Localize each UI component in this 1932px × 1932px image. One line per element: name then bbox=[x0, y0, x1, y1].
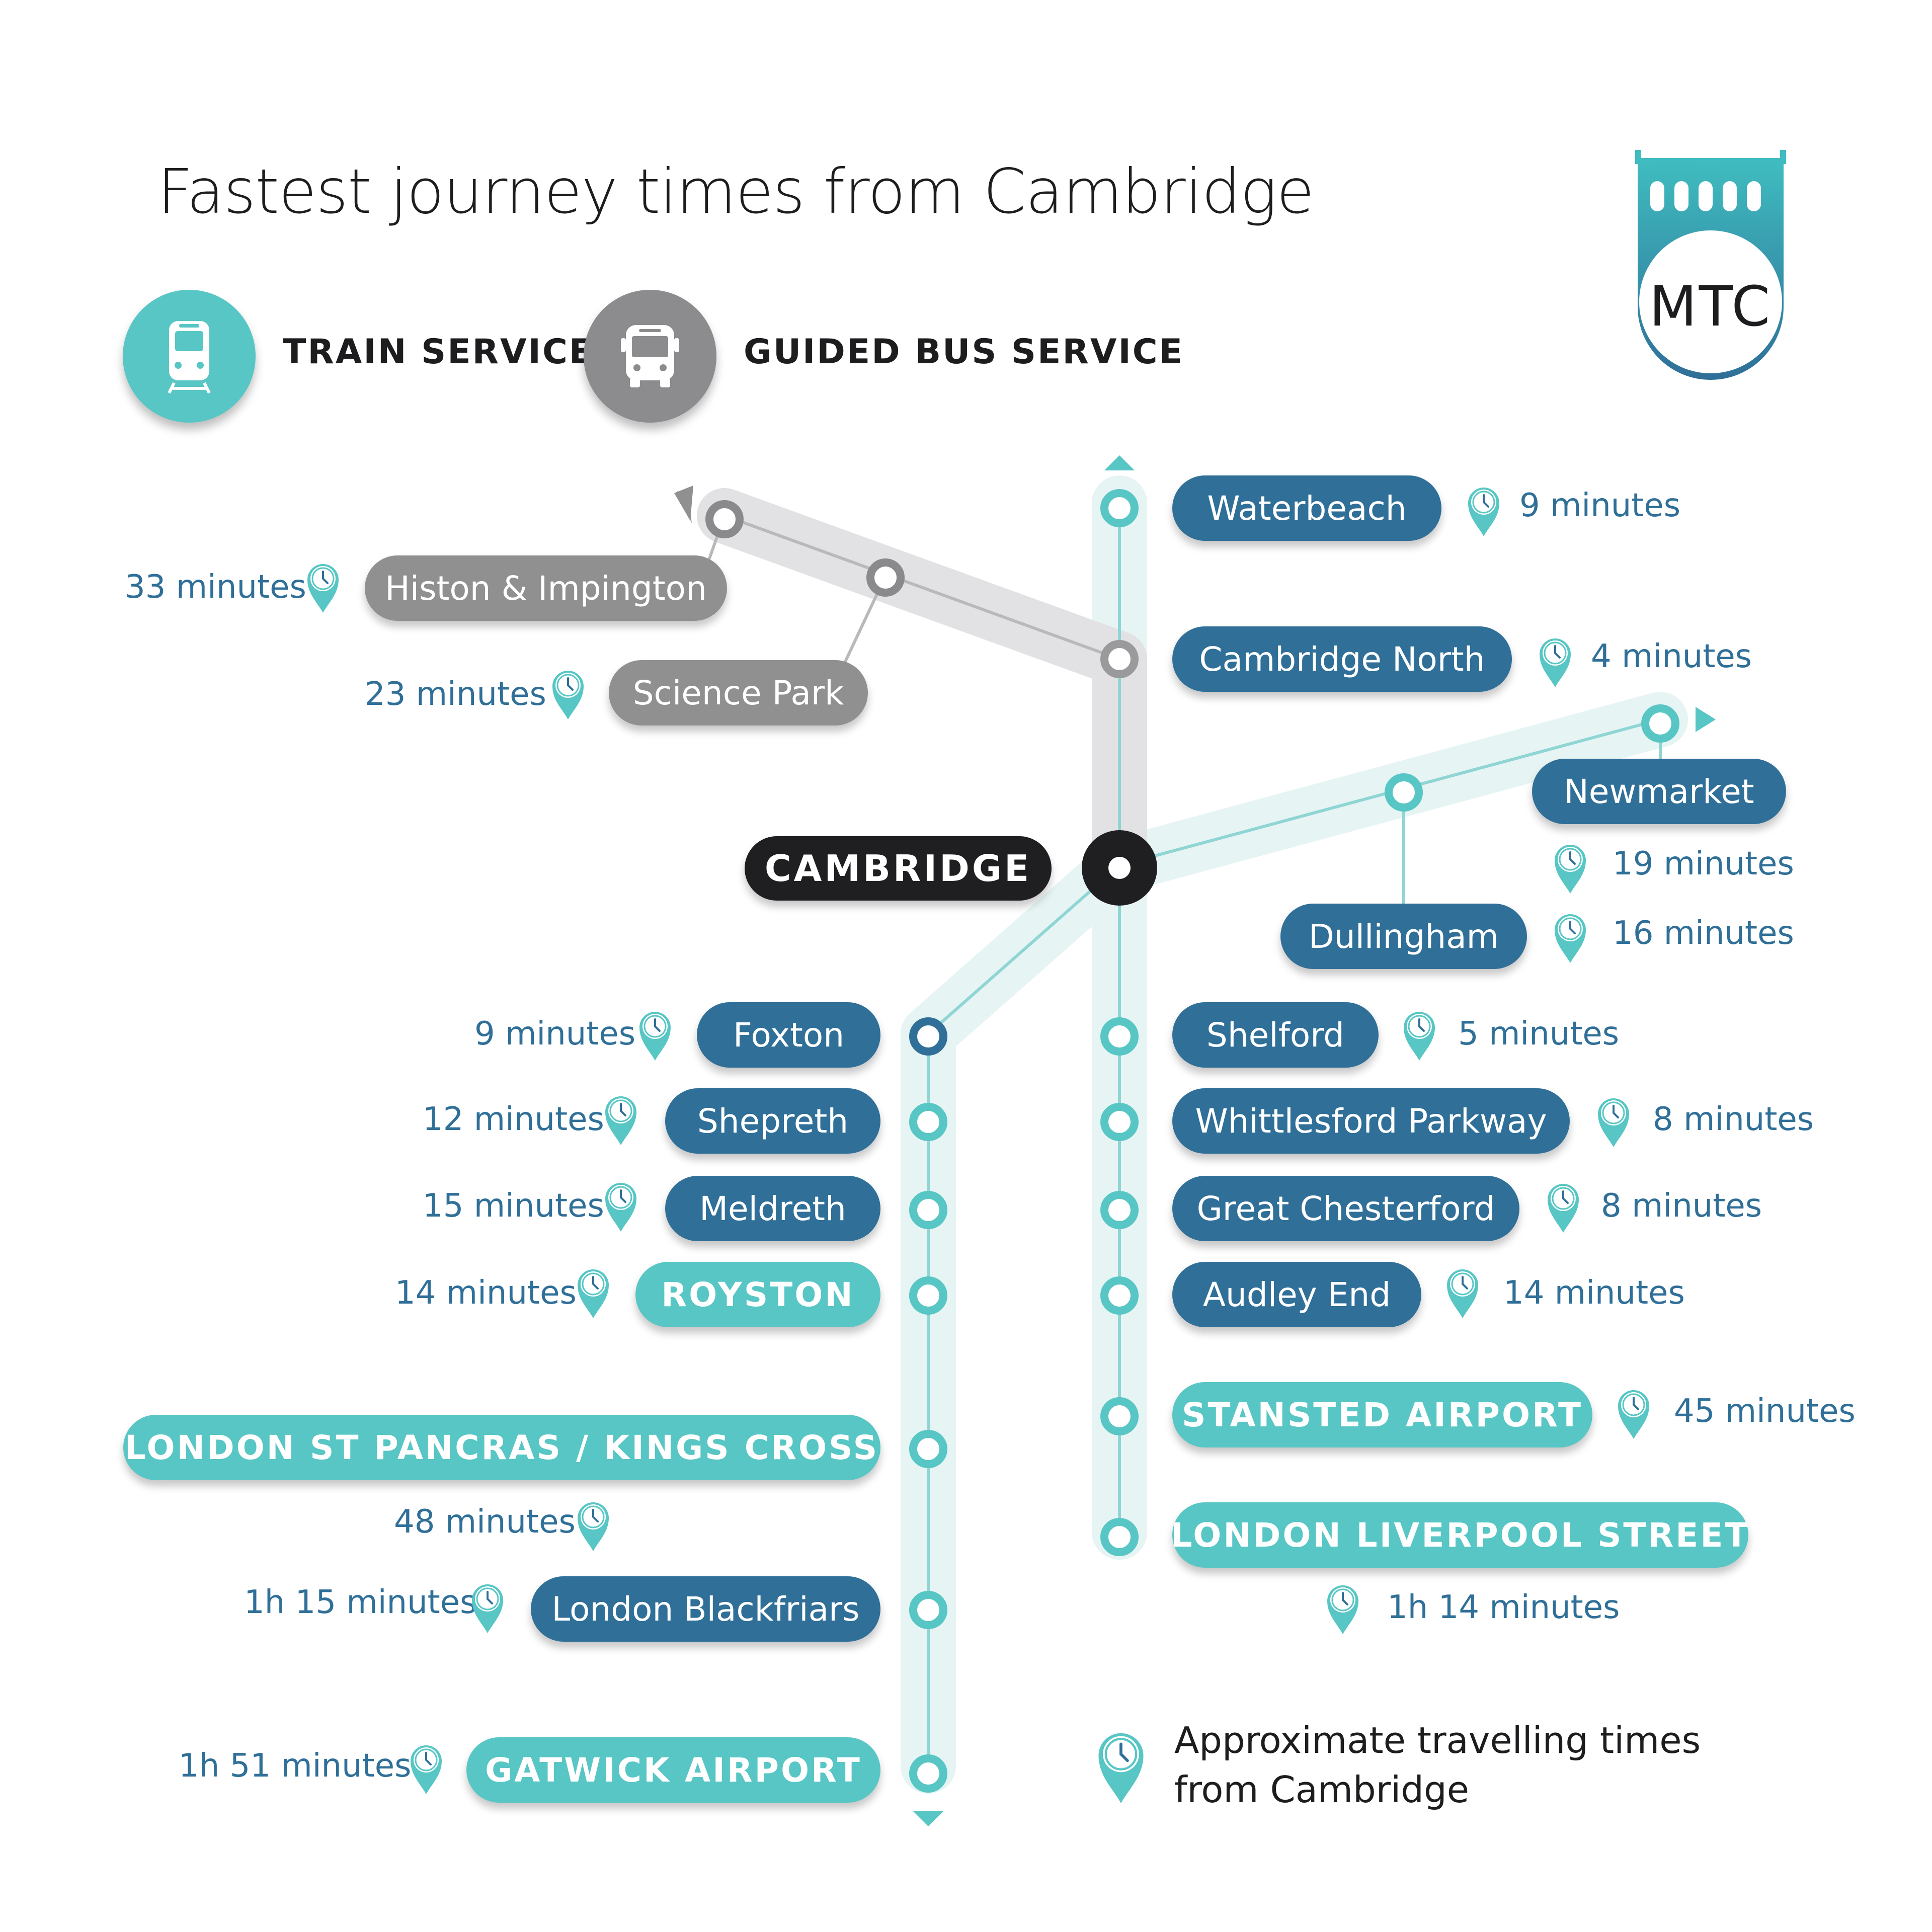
footnote-line-1: Approximate travelling times bbox=[1174, 1719, 1701, 1761]
north-arrow bbox=[1104, 455, 1135, 470]
node-histon bbox=[705, 500, 744, 538]
station-great-chesterford[interactable]: Great Chesterford bbox=[1172, 1176, 1519, 1241]
time-blackfriars: 1h 15 minutes bbox=[244, 1584, 477, 1621]
time-royston: 14 minutes bbox=[395, 1274, 577, 1312]
clock-pin-icon bbox=[601, 1177, 640, 1233]
cambridge-hub-label: CAMBRIDGE bbox=[745, 836, 1052, 901]
clock-pin-icon bbox=[574, 1497, 613, 1552]
node-audley-end bbox=[1100, 1276, 1139, 1315]
logo-text: MTC bbox=[1649, 274, 1773, 339]
clock-pin-icon bbox=[601, 1091, 640, 1146]
node-newmarket bbox=[1641, 704, 1679, 743]
time-liverpool-street: 1h 14 minutes bbox=[1387, 1589, 1620, 1626]
time-meldreth: 15 minutes bbox=[423, 1187, 604, 1225]
station-newmarket[interactable]: Newmarket bbox=[1532, 759, 1786, 824]
time-science-park: 23 minutes bbox=[365, 676, 546, 713]
time-whittlesford: 8 minutes bbox=[1653, 1101, 1814, 1138]
node-foxton bbox=[909, 1017, 947, 1056]
bus-service-label: GUIDED BUS SERVICE bbox=[744, 332, 1184, 372]
east-arrow bbox=[1696, 707, 1716, 732]
time-audley-end: 14 minutes bbox=[1503, 1274, 1685, 1312]
station-waterbeach[interactable]: Waterbeach bbox=[1172, 475, 1441, 541]
footnote-line-2: from Cambridge bbox=[1174, 1768, 1469, 1811]
time-gatwick: 1h 51 minutes bbox=[179, 1747, 412, 1785]
train-icon bbox=[168, 321, 211, 394]
station-meldreth[interactable]: Meldreth bbox=[665, 1176, 880, 1241]
node-great-chesterford bbox=[1100, 1191, 1139, 1229]
cambridge-hub-node bbox=[1082, 830, 1157, 906]
time-st-pancras: 48 minutes bbox=[394, 1503, 576, 1541]
node-shelford bbox=[1100, 1017, 1139, 1056]
time-waterbeach: 9 minutes bbox=[1519, 487, 1681, 524]
clock-pin-icon bbox=[1536, 633, 1575, 688]
clock-pin-icon bbox=[635, 1006, 675, 1062]
southwest-corridor bbox=[901, 838, 1147, 1794]
clock-pin-icon bbox=[1551, 909, 1590, 964]
time-stansted: 45 minutes bbox=[1674, 1393, 1856, 1430]
station-dullingham[interactable]: Dullingham bbox=[1280, 904, 1527, 969]
bus-icon bbox=[621, 325, 679, 387]
clock-pin-icon bbox=[1544, 1178, 1583, 1234]
station-nodes bbox=[705, 489, 1679, 1793]
node-cambridge-north bbox=[1100, 640, 1139, 678]
node-dullingham bbox=[1385, 773, 1423, 812]
time-histon: 33 minutes bbox=[125, 569, 306, 606]
station-blackfriars[interactable]: London Blackfriars bbox=[531, 1576, 880, 1642]
station-audley-end[interactable]: Audley End bbox=[1172, 1262, 1421, 1327]
clock-pin-icon bbox=[407, 1740, 446, 1795]
station-shelford[interactable]: Shelford bbox=[1172, 1002, 1379, 1068]
node-liverpool-street bbox=[1100, 1518, 1139, 1556]
time-foxton: 9 minutes bbox=[474, 1015, 636, 1053]
clock-pin-icon bbox=[1093, 1725, 1149, 1805]
station-st-pancras[interactable]: LONDON ST PANCRAS / KINGS CROSS bbox=[123, 1415, 880, 1480]
clock-pin-icon bbox=[548, 665, 588, 720]
node-gatwick bbox=[909, 1754, 947, 1793]
clock-pin-icon bbox=[303, 558, 343, 614]
time-dullingham: 16 minutes bbox=[1613, 915, 1794, 952]
page-title: Fastest journey times from Cambridge bbox=[157, 156, 1314, 227]
south-arrow bbox=[913, 1811, 943, 1826]
time-shepreth: 12 minutes bbox=[423, 1101, 604, 1138]
node-blackfriars bbox=[909, 1591, 947, 1629]
time-shelford: 5 minutes bbox=[1458, 1015, 1620, 1053]
station-whittlesford[interactable]: Whittlesford Parkway bbox=[1172, 1088, 1570, 1154]
station-gatwick[interactable]: GATWICK AIRPORT bbox=[466, 1737, 880, 1803]
node-shepreth bbox=[909, 1103, 947, 1141]
station-royston[interactable]: ROYSTON bbox=[635, 1262, 880, 1327]
node-whittlesford bbox=[1100, 1103, 1139, 1141]
station-shepreth[interactable]: Shepreth bbox=[665, 1088, 880, 1154]
node-science-park bbox=[866, 558, 905, 597]
station-science-park[interactable]: Science Park bbox=[609, 660, 868, 726]
bus-service-icon bbox=[584, 290, 716, 423]
clock-pin-icon bbox=[1400, 1006, 1439, 1062]
clock-pin-icon bbox=[574, 1264, 613, 1319]
station-histon[interactable]: Histon & Impington bbox=[365, 555, 727, 621]
footnote: Approximate travelling times from Cambri… bbox=[1174, 1716, 1701, 1814]
node-meldreth bbox=[909, 1191, 947, 1229]
station-stansted[interactable]: STANSTED AIRPORT bbox=[1172, 1382, 1592, 1447]
node-royston bbox=[909, 1276, 947, 1315]
clock-pin-icon bbox=[1614, 1385, 1653, 1440]
train-service-label: TRAIN SERVICE bbox=[283, 332, 594, 372]
node-stansted bbox=[1100, 1397, 1139, 1435]
clock-pin-icon bbox=[468, 1579, 507, 1634]
time-newmarket: 19 minutes bbox=[1613, 845, 1794, 882]
mtc-logo: MTC bbox=[1625, 141, 1796, 392]
clock-pin-icon bbox=[1443, 1264, 1482, 1319]
time-great-chesterford: 8 minutes bbox=[1601, 1187, 1762, 1225]
clock-pin-icon bbox=[1323, 1580, 1362, 1635]
station-liverpool-street[interactable]: LONDON LIVERPOOL STREET bbox=[1171, 1502, 1748, 1568]
clock-pin-icon bbox=[1594, 1093, 1633, 1148]
northwest-arrow-tip bbox=[674, 486, 693, 521]
station-foxton[interactable]: Foxton bbox=[697, 1002, 880, 1068]
station-cambridge-north[interactable]: Cambridge North bbox=[1172, 626, 1512, 692]
node-st-pancras bbox=[909, 1430, 947, 1468]
train-service-icon bbox=[123, 290, 256, 423]
time-cambridge-north: 4 minutes bbox=[1591, 638, 1752, 675]
clock-pin-icon bbox=[1551, 839, 1590, 895]
clock-pin-icon bbox=[1464, 482, 1503, 537]
node-waterbeach bbox=[1100, 489, 1139, 527]
